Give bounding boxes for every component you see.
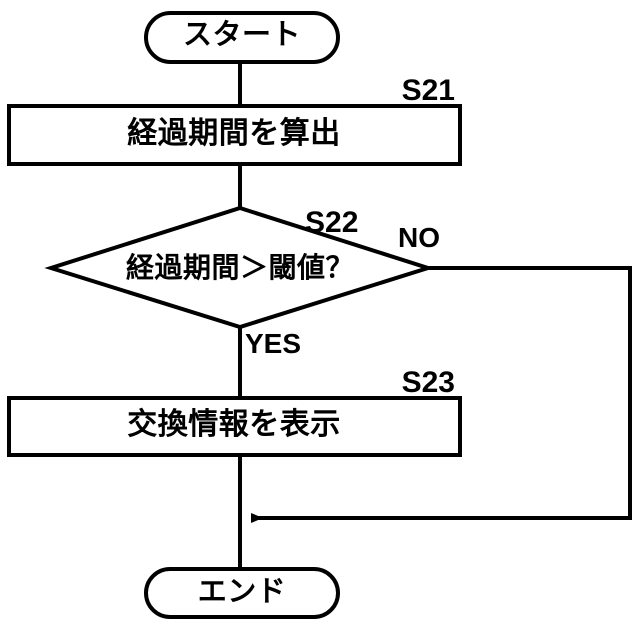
step-id-s23: S23 <box>401 366 455 399</box>
process-s21-shape <box>7 104 462 166</box>
decision-s22-label: 経過期間＞閾値？ <box>125 251 354 284</box>
start-node-label: スタート <box>182 17 301 51</box>
end-node-label: エンド <box>197 574 287 608</box>
branch-label-no: NO <box>398 222 440 253</box>
branch-label-yes: YES <box>245 328 302 359</box>
connector-no-branch <box>251 266 632 523</box>
process-s21-label: 経過期間を算出 <box>127 116 341 151</box>
process-s23-shape <box>7 396 462 457</box>
process-s23-label: 交換情報を表示 <box>127 407 341 442</box>
step-id-s22: S22 <box>305 206 359 239</box>
end-node-shape <box>144 567 340 619</box>
step-id-s21: S21 <box>401 74 455 107</box>
